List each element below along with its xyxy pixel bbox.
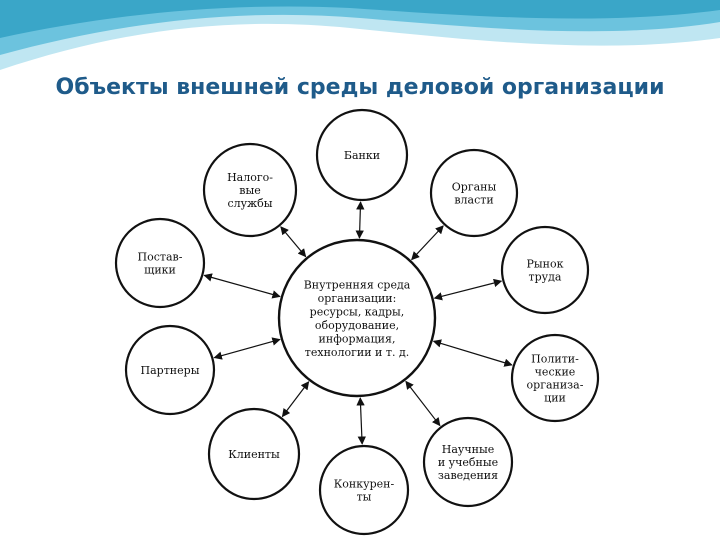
- node-label-political-orgs: ции: [544, 392, 566, 405]
- node-circle-clients: [207, 407, 301, 501]
- arrow-suppliers: [203, 273, 281, 299]
- arrow-competitors: [356, 397, 367, 445]
- center-label-line: оборудование,: [315, 319, 399, 332]
- node-suppliers: Постав-щики: [114, 217, 206, 309]
- page-title: Объекты внешней среды деловой организаци…: [55, 75, 665, 100]
- node-circle-schools: [422, 416, 514, 508]
- center-circle: [277, 238, 437, 398]
- node-circle-political-orgs: [510, 333, 600, 423]
- node-banks: Банки: [315, 108, 409, 202]
- node-circle-competitors: [318, 444, 410, 536]
- node-label-tax: службы: [227, 197, 272, 210]
- node-label-suppliers: щики: [144, 264, 176, 277]
- center-label-line: Внутренняя среда: [304, 278, 411, 291]
- arrow-banks: [355, 201, 365, 239]
- outer-nodes: БанкиОрганывластиРыноктрудаПолити-ческие…: [114, 108, 600, 536]
- connector-arrows: [203, 201, 513, 445]
- center-label-line: информация,: [319, 332, 396, 345]
- node-circle-tax: [202, 142, 298, 238]
- center-label-line: технологии и т. д.: [305, 346, 409, 359]
- center-label-line: организации:: [318, 292, 397, 305]
- node-label-schools: Научные: [442, 443, 495, 456]
- node-label-schools: и учебные: [438, 456, 498, 469]
- node-circle-labor-market: [500, 225, 590, 315]
- arrow-labor-market: [433, 278, 503, 301]
- header-wave-decoration: [0, 0, 720, 75]
- node-competitors: Конкурен-ты: [318, 444, 410, 536]
- arrow-political-orgs: [432, 339, 513, 367]
- node-circle-authorities: [429, 148, 519, 238]
- center-label-line: ресурсы, кадры,: [310, 305, 405, 318]
- node-label-schools: заведения: [438, 469, 498, 482]
- node-label-tax: вые: [239, 184, 260, 197]
- node-label-political-orgs: ческие: [535, 366, 576, 379]
- node-label-competitors: ты: [357, 491, 372, 504]
- node-label-labor-market: труда: [529, 271, 562, 284]
- node-circle-partners: [124, 324, 216, 416]
- node-label-banks: Банки: [344, 149, 380, 162]
- node-label-authorities: Органы: [452, 181, 497, 194]
- arrow-schools: [405, 380, 441, 427]
- node-circle-banks: [315, 108, 409, 202]
- node-label-clients: Клиенты: [228, 448, 280, 461]
- arrow-clients: [281, 381, 310, 418]
- node-label-labor-market: Рынок: [527, 258, 564, 271]
- node-label-competitors: Конкурен-: [334, 478, 395, 491]
- node-label-authorities: власти: [454, 194, 493, 207]
- node-clients: Клиенты: [207, 407, 301, 501]
- arrow-authorities: [411, 225, 444, 261]
- node-label-tax: Налого-: [227, 171, 273, 184]
- node-label-political-orgs: Полити-: [531, 353, 579, 366]
- node-circle-suppliers: [114, 217, 206, 309]
- node-label-partners: Партнеры: [141, 364, 200, 377]
- node-label-suppliers: Постав-: [138, 251, 183, 264]
- arrow-tax: [280, 226, 307, 258]
- node-label-political-orgs: организа-: [527, 379, 584, 392]
- node-partners: Партнеры: [124, 324, 216, 416]
- arrow-partners: [213, 337, 281, 360]
